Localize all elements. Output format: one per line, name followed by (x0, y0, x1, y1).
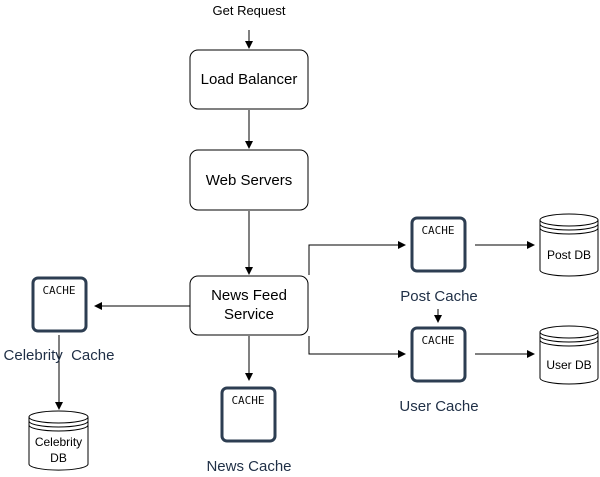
celebrity-cache-icon-text: CACHE (42, 284, 75, 297)
celebrity-db-icon[interactable]: Celebrity DB (28, 410, 89, 471)
news-feed-label-line1: News Feed (211, 287, 287, 304)
news-cache-icon[interactable]: CACHE (220, 386, 277, 443)
news-cache-icon-text: CACHE (231, 394, 264, 407)
arrow-newsfeed-to-usercache (308, 336, 406, 358)
post-db-icon[interactable]: Post DB (539, 213, 599, 277)
celebrity-db-label-line2: DB (50, 451, 67, 465)
arrow-newsfeed-to-postcache (308, 241, 406, 275)
request-label: Get Request (213, 3, 286, 18)
post-cache-icon[interactable]: CACHE (410, 216, 467, 273)
web-servers-label: Web Servers (206, 172, 292, 189)
post-cache-label: Post Cache (400, 288, 478, 305)
load-balancer-label: Load Balancer (201, 71, 298, 88)
user-cache-icon[interactable]: CACHE (410, 326, 467, 383)
news-cache-label: News Cache (206, 458, 291, 475)
user-cache-label: User Cache (399, 398, 478, 415)
user-db-label: User DB (546, 358, 591, 372)
post-cache-icon-text: CACHE (421, 224, 454, 237)
celebrity-cache-label: Celebrity Cache (4, 347, 115, 364)
news-feed-service-box[interactable]: News Feed Service (189, 275, 309, 336)
web-servers-box[interactable]: Web Servers (189, 149, 309, 211)
celebrity-db-label-line1: Celebrity (35, 435, 82, 449)
celebrity-cache-icon[interactable]: CACHE (31, 276, 88, 333)
user-db-icon[interactable]: User DB (539, 325, 599, 385)
load-balancer-box[interactable]: Load Balancer (189, 49, 309, 110)
news-feed-label-line2: Service (224, 306, 274, 323)
user-cache-icon-text: CACHE (421, 334, 454, 347)
connectors (55, 30, 535, 410)
post-db-label: Post DB (547, 248, 591, 262)
